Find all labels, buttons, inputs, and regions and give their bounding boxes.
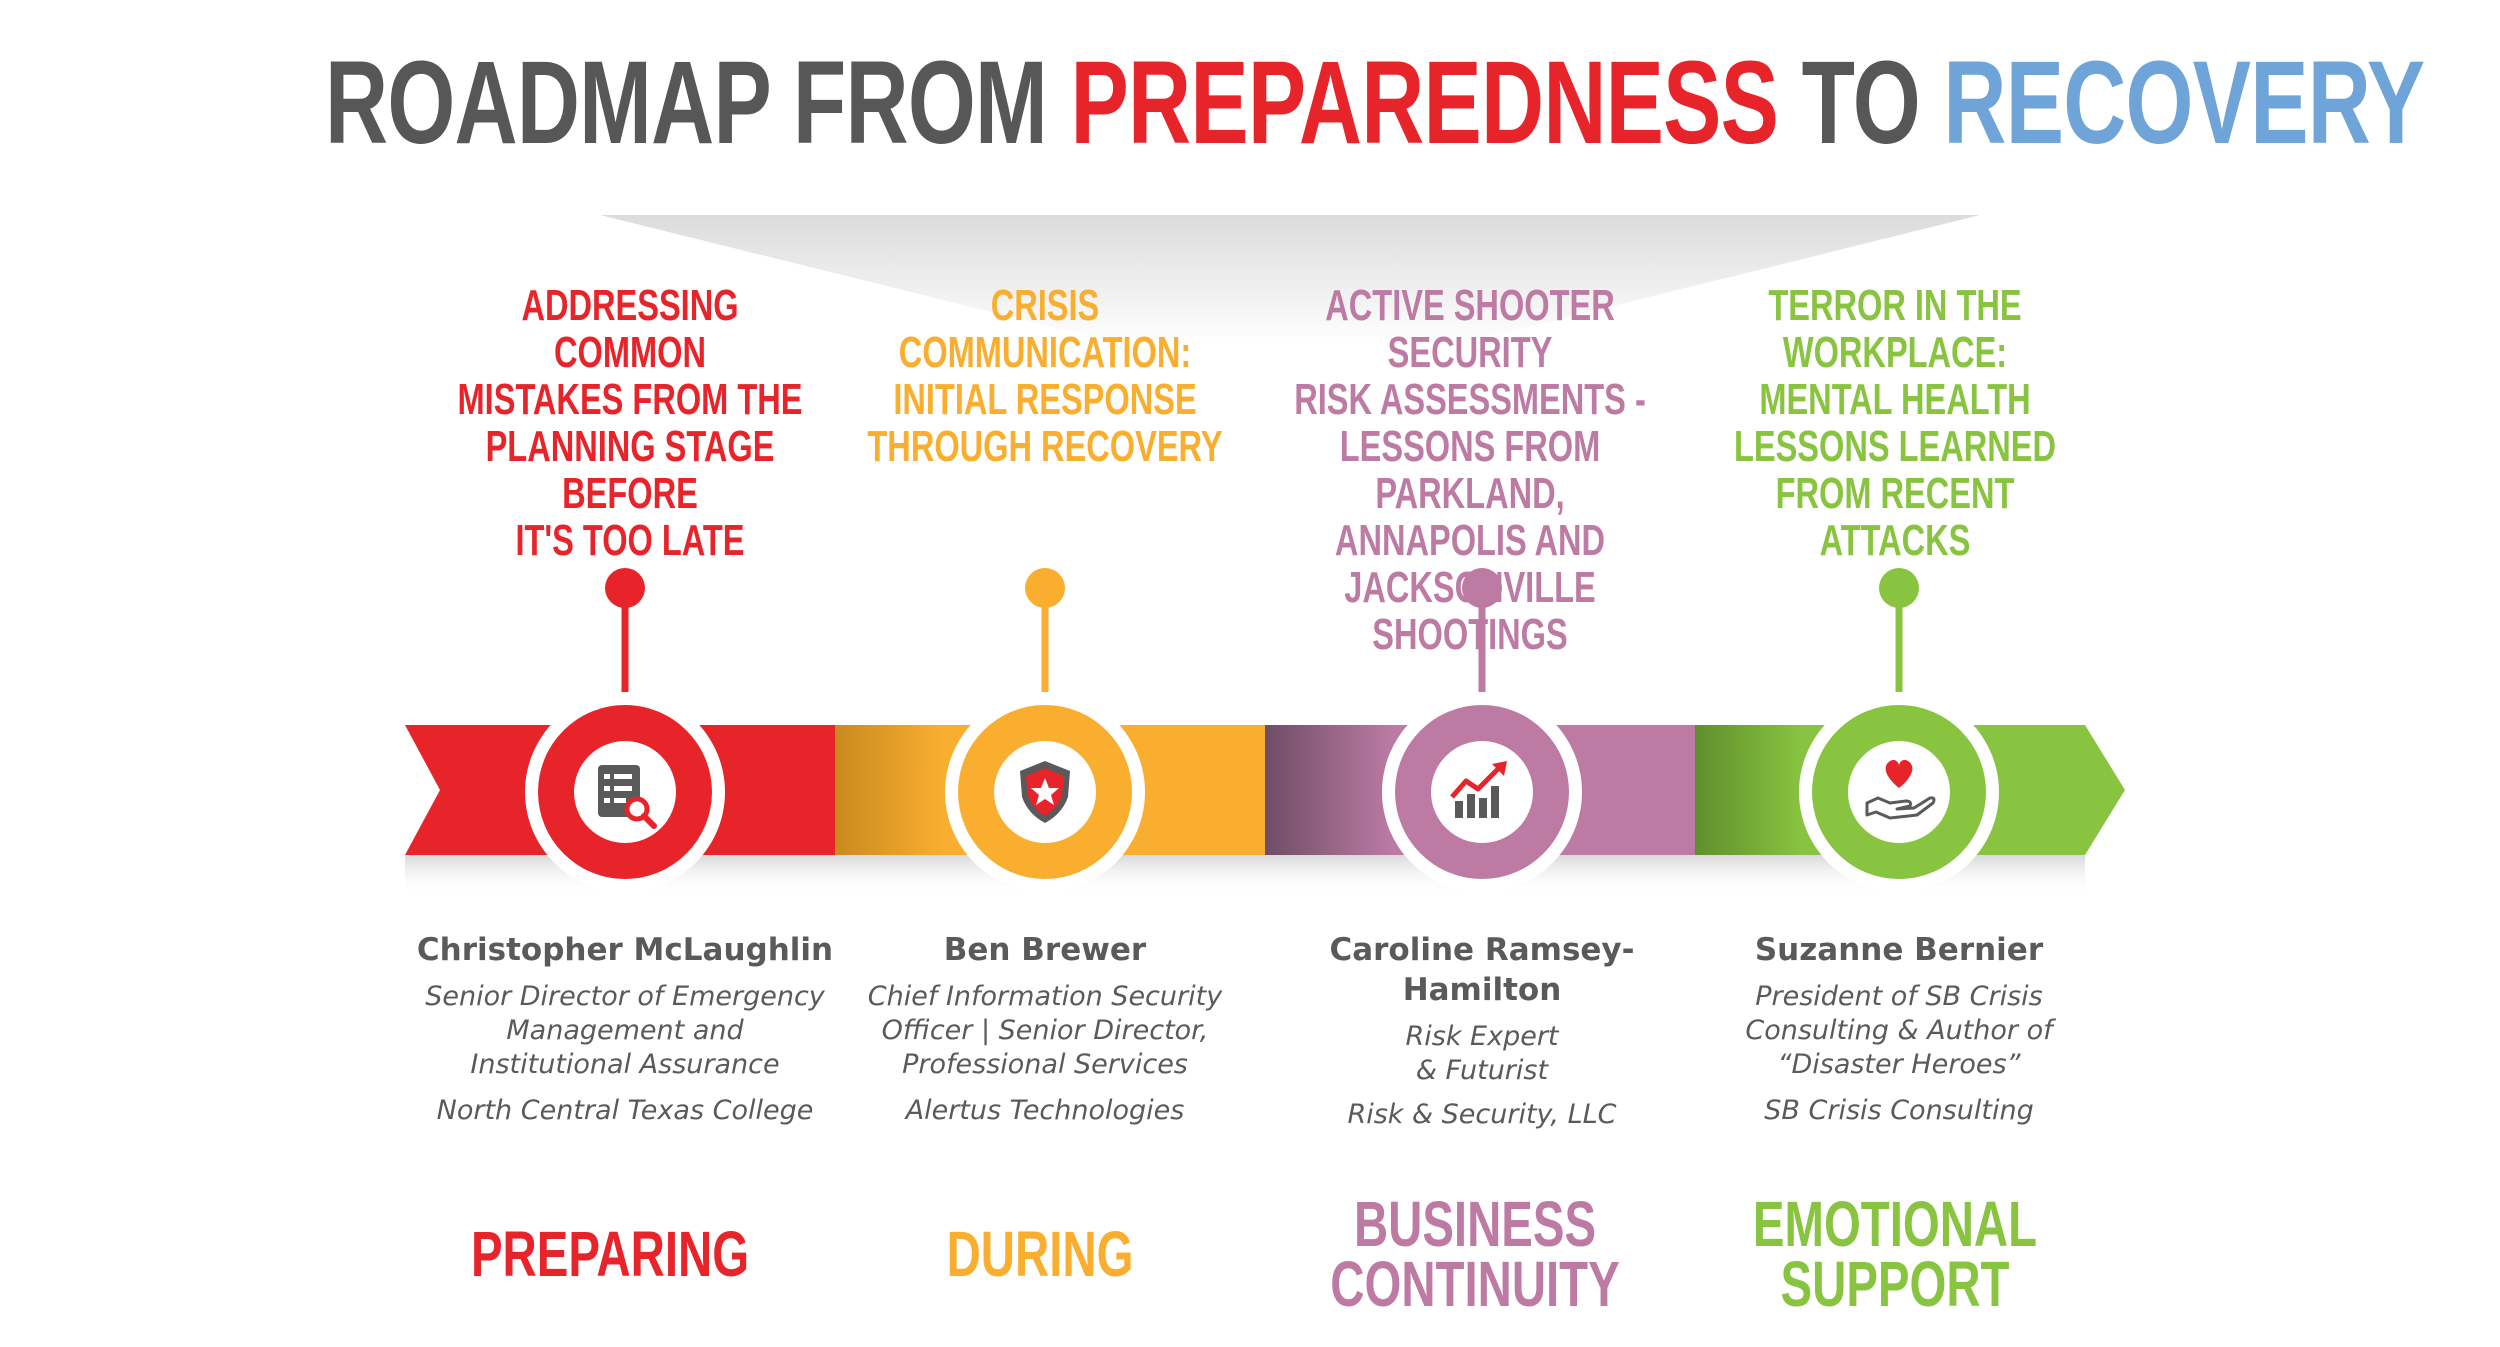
speaker-org-2: Alertus Technologies — [905, 1095, 1185, 1126]
stage-marker-4 — [1799, 568, 1999, 892]
speaker-name-4: Suzanne Bernier — [1754, 932, 2044, 968]
speaker-org-1: North Central Texas College — [436, 1095, 814, 1126]
page-title: ROADMAP FROM PREPAREDNESS TO RECOVERY — [325, 44, 2425, 162]
speaker-org-4: SB Crisis Consulting — [1764, 1095, 2034, 1126]
shield-star-icon — [1020, 761, 1070, 823]
phase-label-business-continuity: BUSINESS CONTINUITY — [1330, 1188, 1620, 1320]
phase-label-during: DURING — [946, 1218, 1134, 1290]
stage-marker-2 — [945, 568, 1145, 892]
speaker-name-3: Caroline Ramsey- Hamilton — [1329, 932, 1635, 1008]
title-part-1: ROADMAP FROM — [325, 37, 1071, 169]
title-part-3: TO — [1778, 37, 1944, 169]
growth-chart-icon — [1450, 761, 1507, 818]
speaker-name-2: Ben Brewer — [943, 932, 1147, 968]
timeline-ribbon — [405, 568, 2125, 895]
speaker-role-1: Senior Director of Emergency Management … — [425, 981, 825, 1080]
speaker-org-3: Risk & Security, LLC — [1347, 1099, 1617, 1130]
speaker-role-3: Risk Expert & Futurist — [1405, 1021, 1559, 1086]
stage-marker-1 — [525, 568, 725, 892]
speaker-name-1: Christopher McLaughlin — [416, 932, 834, 968]
stage-title-2: CRISIS COMMUNICATION: INITIAL RESPONSE T… — [867, 281, 1223, 471]
phase-label-emotional-support: EMOTIONAL SUPPORT — [1752, 1188, 2038, 1320]
stage-title-4: TERROR IN THE WORKPLACE: MENTAL HEALTH L… — [1733, 281, 2057, 565]
phase-label-preparing: PREPARING — [470, 1218, 750, 1290]
checklist-search-icon — [598, 765, 657, 829]
speaker-role-4: President of SB Crisis Consulting & Auth… — [1745, 981, 2053, 1080]
stage-marker-3 — [1382, 568, 1582, 892]
stage-title-1: ADDRESSING COMMON MISTAKES FROM THE PLAN… — [457, 281, 803, 565]
title-part-2: PREPAREDNESS — [1070, 37, 1779, 169]
speaker-role-2: Chief Information Security Officer | Sen… — [867, 981, 1223, 1080]
title-part-4: RECOVERY — [1943, 37, 2425, 169]
heart-hand-icon — [1865, 759, 1936, 820]
